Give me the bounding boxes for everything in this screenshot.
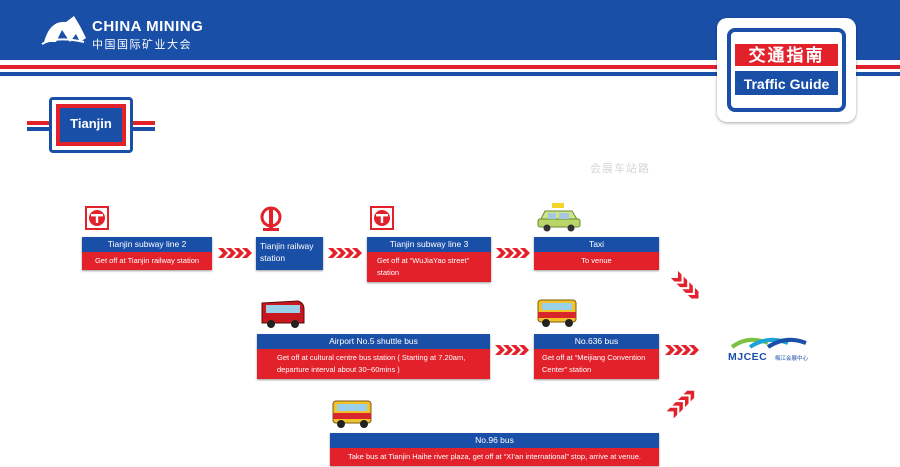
bus-icon — [332, 400, 372, 428]
badge-red-band — [735, 44, 838, 66]
brand-name-cn: 中国国际矿业大会 — [92, 39, 192, 51]
watermark-text: 会展车站路 — [590, 163, 650, 175]
china-mining-logo-icon — [41, 16, 86, 45]
traffic-guide-badge — [717, 18, 856, 122]
route-bus636: No.636 bus Get off at “Meijiang Conventi… — [534, 334, 659, 379]
arrow-chevron-icon — [496, 248, 530, 258]
subway-icon — [370, 206, 394, 230]
header-divider — [0, 69, 900, 72]
mjcec-logo-icon — [730, 337, 807, 349]
arrow-chevron-icon — [495, 345, 529, 355]
railway-icon — [260, 206, 282, 231]
header-red-stripe — [0, 65, 900, 69]
badge-title-cn: 交通指南 — [748, 46, 825, 65]
route-taxi-title: Taxi — [534, 237, 659, 252]
route-airport-title: Airport No.5 shuttle bus — [257, 334, 490, 349]
badge-title-en: Traffic Guide — [743, 76, 830, 92]
arrow-chevron-icon — [328, 248, 362, 258]
route-subway3-detail: Get off at “WuJiaYao street” station — [367, 252, 491, 282]
arrow-chevron-icon — [666, 387, 698, 419]
route-subway2-detail: Get off at Tianjin railway station — [82, 252, 212, 270]
route-taxi-detail: To venue — [534, 252, 659, 270]
route-bus96-title: No.96 bus — [330, 433, 659, 448]
route-bus636-detail: Get off at “Meijiang Convention Center” … — [534, 349, 659, 379]
subway-icon — [85, 206, 109, 230]
brand-name-en: CHINA MINING — [92, 18, 204, 35]
route-subway3-title: Tianjin subway line 3 — [367, 237, 491, 252]
venue-name: MJCEC — [728, 351, 768, 363]
route-subway3: Tianjin subway line 3 Get off at “WuJiaY… — [367, 237, 491, 282]
route-airport-shuttle: Airport No.5 shuttle bus Get off at cult… — [257, 334, 490, 379]
city-tag-label: Tianjin — [70, 116, 112, 131]
route-railway: Tianjin railway station — [256, 237, 323, 270]
header-blue-stripe — [0, 72, 900, 76]
route-bus636-title: No.636 bus — [534, 334, 659, 349]
route-subway2: Tianjin subway line 2 Get off at Tianjin… — [82, 237, 212, 270]
route-bus96: No.96 bus Take bus at Tianjin Haihe rive… — [330, 433, 659, 466]
badge-blue-band — [735, 71, 838, 95]
route-airport-detail: Get off at cultural centre bus station (… — [257, 349, 490, 379]
arrow-chevron-icon — [218, 248, 252, 258]
route-taxi: Taxi To venue — [534, 237, 659, 270]
header-divider — [0, 60, 900, 65]
arrow-chevron-icon — [665, 345, 699, 355]
arrow-chevron-icon — [670, 270, 703, 303]
bus-icon — [261, 300, 305, 328]
venue-name-cn: 梅江会展中心 — [775, 356, 809, 362]
route-bus96-detail: Take bus at Tianjin Haihe river plaza, g… — [330, 448, 659, 466]
taxi-icon — [537, 203, 581, 232]
route-subway2-title: Tianjin subway line 2 — [82, 237, 212, 252]
bus-icon — [537, 299, 577, 327]
